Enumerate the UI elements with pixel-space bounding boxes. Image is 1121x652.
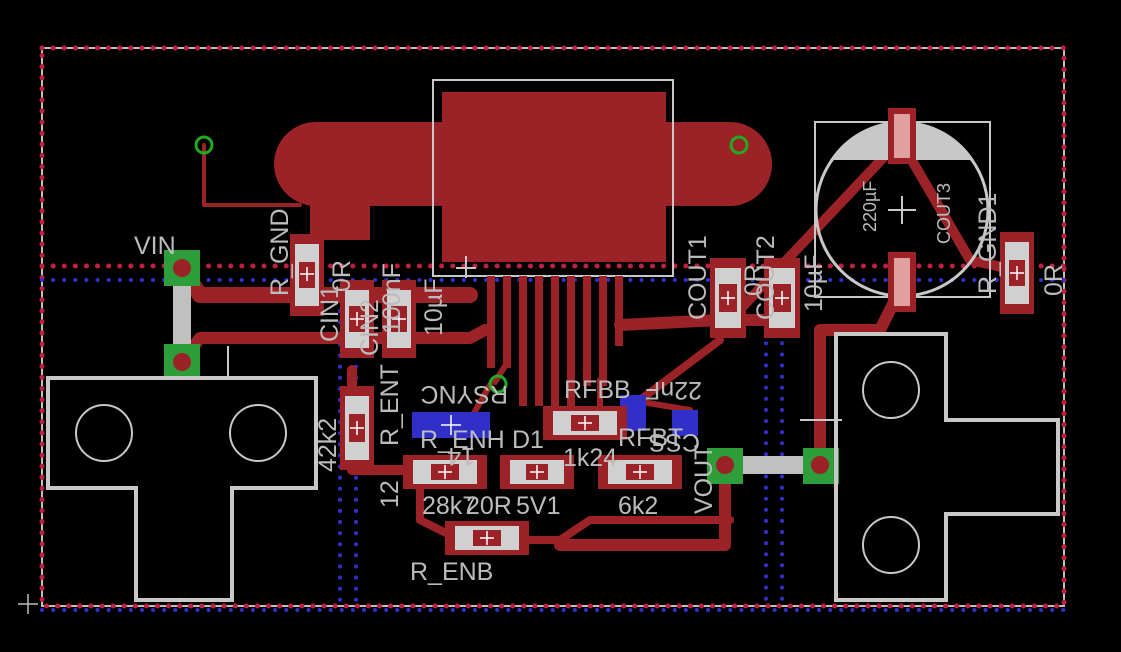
label-rfbt: RFBT — [618, 424, 683, 452]
label-20r: 20R — [466, 492, 512, 520]
label-14: 14 — [447, 442, 475, 470]
label-cout3: COUT3 — [934, 183, 954, 244]
label-10uf-right: 10µF — [800, 255, 828, 312]
label-r-ent: R_ENT — [376, 364, 404, 446]
label-d1: D1 — [512, 426, 544, 454]
vout-connector[interactable] — [707, 448, 839, 484]
label-vin: VIN — [134, 232, 176, 260]
label-css: CSS — [649, 428, 700, 456]
label-5v1: 5V1 — [516, 492, 560, 520]
label-28k7: 28k7 — [422, 492, 476, 520]
label-r-gnd: R_GND — [266, 208, 294, 296]
terminal-block-left — [46, 376, 318, 602]
label-1k24: 1k24 — [563, 444, 617, 472]
label-22nf: 22nF — [645, 376, 702, 404]
capacitor-cout3 — [814, 108, 991, 312]
terminal-block-right — [834, 332, 1060, 602]
copper-pours — [274, 92, 772, 262]
vin-connector[interactable] — [164, 250, 200, 380]
label-0r-mid: 0R — [740, 264, 768, 296]
label-0r-right: 0R — [1040, 264, 1068, 296]
label-10uf-left: 10µF — [420, 279, 448, 336]
label-cin1: CIN1 — [316, 285, 344, 342]
label-r-enb: R_ENB — [410, 558, 493, 586]
label-cin2: CIN2 — [356, 299, 384, 356]
smd-cin2 — [382, 280, 416, 358]
label-rsync: RSYNC — [420, 380, 508, 408]
smd-r-gnd — [290, 234, 324, 316]
label-vout: VOUT — [690, 445, 718, 514]
label-cout1: COUT1 — [684, 235, 712, 320]
silkscreen-labels: VIN R_GND 0R CIN1 CIN2 100nF 10µF 42k2 R… — [134, 181, 1068, 586]
label-220uf: 220µF — [860, 181, 880, 232]
label-r-enh: R_ENH — [420, 426, 505, 454]
label-r-gnd1: R_GND1 — [974, 193, 1002, 294]
label-rfbb: RFBB — [564, 376, 631, 404]
label-r-enh-side: 12 — [376, 480, 404, 508]
label-6k2: 6k2 — [618, 492, 658, 520]
component-origins — [18, 266, 1024, 614]
ic-pins — [487, 276, 623, 406]
vias — [194, 135, 749, 394]
label-42k2: 42k2 — [314, 418, 342, 472]
label-cout2: COUT2 — [752, 235, 780, 320]
label-100nf: 100nF — [378, 263, 406, 334]
label-0r-left: 0R — [328, 260, 356, 292]
